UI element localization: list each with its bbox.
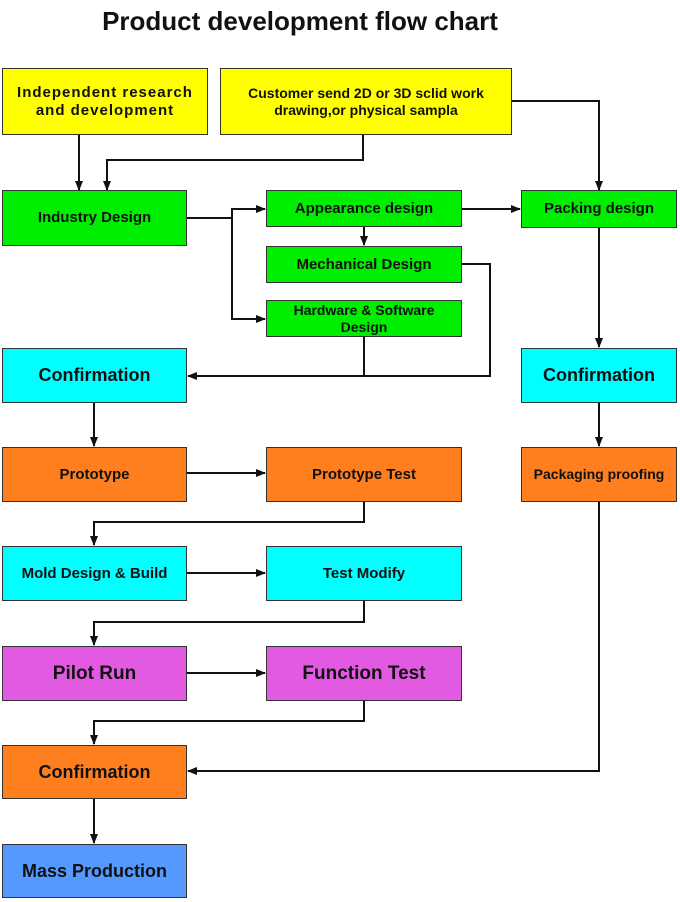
node-mechanical-design: Mechanical Design [266,246,462,283]
arrow-function-to-confirmation3 [90,701,365,745]
node-prototype-test: Prototype Test [266,447,462,502]
node-packing-design: Packing design [521,190,677,228]
node-appearance-design: Appearance design [266,190,462,227]
arrow-customer-to-industry [103,135,364,191]
arrow-proofing-to-confirmation3 [187,502,600,775]
arrow-test-to-mold [90,502,365,546]
node-function-test: Function Test [266,646,462,701]
node-hw-sw-design: Hardware & Software Design [266,300,462,337]
node-confirmation-1: Confirmation [2,348,187,403]
arrow-hw-sw-to-confirmation [187,337,365,380]
line-mechanical-out [364,263,491,377]
node-prototype: Prototype [2,447,187,502]
node-confirmation-2: Confirmation [521,348,677,403]
node-test-modify: Test Modify [266,546,462,601]
node-packaging-proofing: Packaging proofing [521,447,677,502]
node-confirmation-3: Confirmation [2,745,187,799]
arrow-modify-to-pilot [90,601,365,646]
node-customer-send: Customer send 2D or 3D sclid work drawin… [220,68,512,135]
node-mass-production: Mass Production [2,844,187,898]
node-mold-design: Mold Design & Build [2,546,187,601]
arrow-industry-to-appearance [187,205,266,219]
node-pilot-run: Pilot Run [2,646,187,701]
page-title: Product development flow chart [102,6,498,36]
node-independent-rd: Independent research and development [2,68,208,135]
arrow-customer-to-packing [512,100,603,191]
arrow-industry-to-hw-sw [231,218,266,323]
node-industry-design: Industry Design [2,190,187,246]
